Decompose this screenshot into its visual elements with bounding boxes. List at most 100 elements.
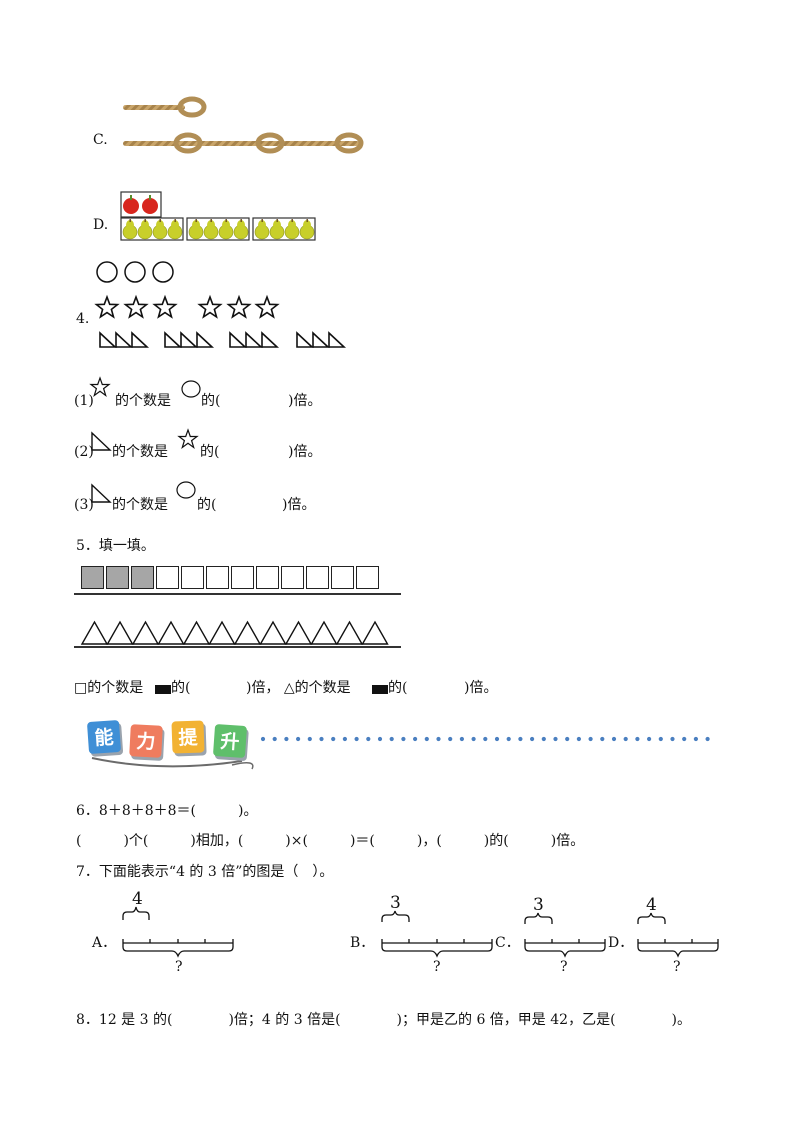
- top-number: 3: [390, 893, 401, 913]
- q4-sub2: (2) 的个数是 的( )倍。: [74, 428, 474, 462]
- triangle-icon: [261, 331, 280, 348]
- white-square: [256, 566, 279, 589]
- question-5-title: 5．填一填。: [76, 538, 155, 554]
- banner-dot: [530, 736, 535, 742]
- banner-dot: [448, 736, 453, 742]
- option-label: D．: [608, 935, 634, 951]
- banner-swoosh: [231, 762, 254, 770]
- q7-option-c[interactable]: C． 3 ?: [495, 888, 610, 978]
- circle-icon: [152, 261, 174, 283]
- sentence-part: 的(: [171, 680, 191, 696]
- white-square: [231, 566, 254, 589]
- sub-mid: 的个数是: [112, 497, 168, 513]
- banner-dot: [576, 736, 581, 742]
- banner-dot: [272, 736, 277, 742]
- option-d-label: D.: [93, 217, 109, 233]
- pear-box: [252, 217, 316, 241]
- banner-dot: [541, 736, 546, 742]
- pear-icon: [167, 219, 183, 240]
- q7-option-d[interactable]: D． 4 ?: [608, 888, 728, 978]
- banner-dot: [600, 736, 605, 742]
- star-icon: [123, 294, 149, 319]
- sentence-part: )倍。: [464, 680, 498, 696]
- banner-dot: [611, 736, 617, 742]
- triangle-icon: [335, 620, 364, 645]
- top-number: 3: [533, 895, 544, 915]
- q7-option-a[interactable]: A． 4 ?: [92, 888, 242, 978]
- q4-sub1: (1) 的个数是 的( )倍。: [74, 376, 474, 410]
- star-icon: [197, 294, 223, 319]
- white-square: [356, 566, 379, 589]
- segment-diagram: [381, 910, 493, 958]
- triangle-icon: [196, 331, 215, 348]
- sentence-part: )倍， △的个数是: [246, 680, 351, 696]
- banner-swoosh: [91, 757, 243, 768]
- star-icon: [152, 294, 178, 319]
- triangle-icon: [328, 331, 347, 348]
- pear-box: [186, 217, 250, 241]
- triangle-icon: [259, 620, 287, 645]
- triangle-icon: [312, 331, 331, 348]
- banner-dot: [705, 736, 710, 742]
- banner-dot: [693, 736, 699, 742]
- question-4-number: 4.: [76, 311, 90, 327]
- bottom-question: ?: [175, 959, 183, 975]
- banner-dot: [635, 736, 640, 742]
- banner-dot: [377, 736, 383, 742]
- triangle-icon: [182, 620, 211, 645]
- shapes-figure: [94, 261, 347, 348]
- segment-diagram: [122, 906, 234, 958]
- banner-dot: [483, 736, 488, 742]
- triangle-icon: [164, 331, 183, 348]
- svg-text:升: 升: [220, 730, 241, 753]
- triangle-icon: [91, 483, 112, 503]
- white-square: [181, 566, 204, 589]
- segment-diagram: [637, 912, 719, 958]
- star-icon: [177, 428, 199, 450]
- banner-dot: [260, 736, 266, 742]
- pear-icon: [218, 219, 234, 240]
- sub-mid: 的个数是: [115, 393, 171, 409]
- q7-option-b[interactable]: B． 3 ?: [350, 888, 500, 978]
- segment-diagram: [524, 912, 606, 958]
- white-square: [156, 566, 179, 589]
- circle-icon: [96, 261, 118, 283]
- pear-icon: [299, 219, 315, 240]
- banner-dot: [331, 736, 336, 742]
- triangle-icon: [310, 620, 338, 645]
- svg-text:提: 提: [178, 726, 199, 750]
- banner-dot: [389, 736, 394, 742]
- white-square: [331, 566, 354, 589]
- banner-dot: [307, 736, 312, 742]
- triangle-icon: [229, 331, 248, 348]
- question-8-text: 8．12 是 3 的( )倍；4 的 3 倍是( )；甲是乙的 6 倍，甲是 4…: [76, 1012, 691, 1028]
- white-square: [206, 566, 229, 589]
- banner-dot: [658, 736, 663, 742]
- circle-icon: [181, 380, 201, 398]
- pear-icon: [203, 219, 219, 240]
- banner-dot: [670, 736, 675, 742]
- black-block: [155, 685, 171, 694]
- sub-tail: )倍。: [288, 444, 322, 460]
- banner-dot: [401, 736, 406, 742]
- svg-text:力: 力: [136, 730, 156, 754]
- banner-dot: [506, 736, 511, 742]
- gray-square: [81, 566, 104, 589]
- baseline: [74, 593, 401, 595]
- banner-dot: [588, 736, 593, 742]
- triangles-row: [80, 620, 389, 645]
- banner-block: 力: [129, 724, 165, 761]
- short-rope: [123, 105, 185, 110]
- sub-prefix: (3): [74, 497, 94, 513]
- pear-icon: [269, 219, 285, 240]
- triangle-icon: [131, 331, 150, 348]
- pear-icon: [137, 219, 153, 240]
- triangle-icon: [284, 620, 313, 645]
- question-6-line2: ( )个( )相加，( )×( )＝( )，( )的( )倍。: [76, 833, 585, 849]
- sub-end: 的(: [201, 393, 221, 409]
- rope-knot: [177, 96, 207, 118]
- option-c-label: C.: [93, 132, 108, 148]
- banner-dot: [623, 736, 628, 742]
- sub-end: 的(: [197, 497, 217, 513]
- fruit-figure: [120, 191, 316, 241]
